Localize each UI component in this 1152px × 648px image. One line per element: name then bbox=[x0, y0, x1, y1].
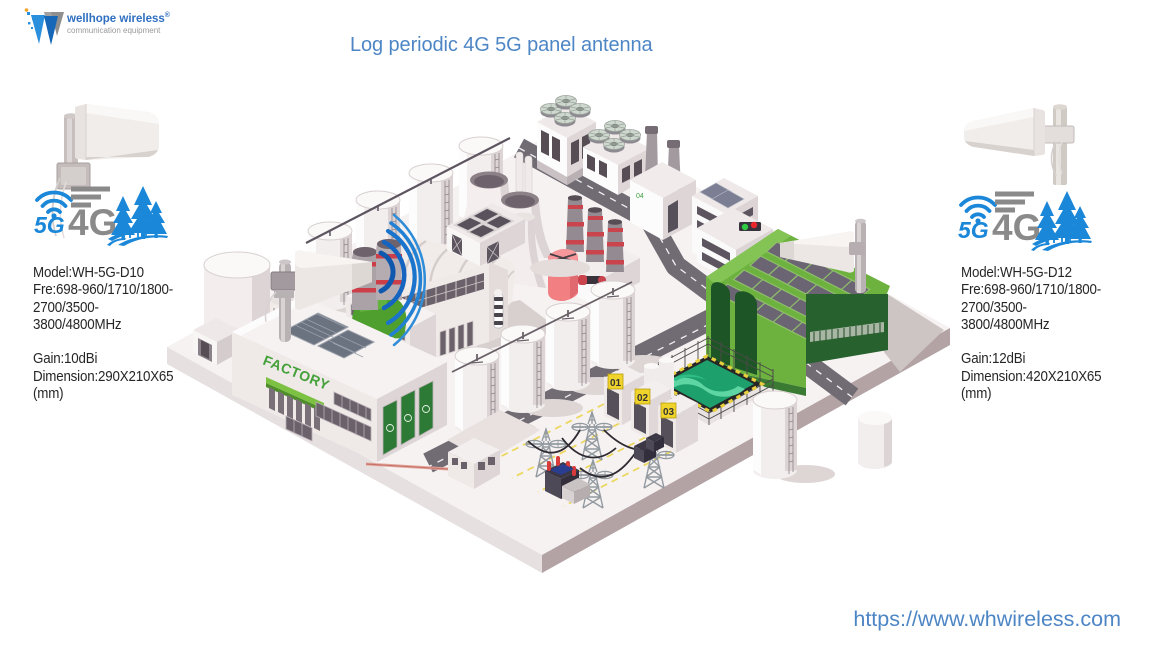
svg-text:01: 01 bbox=[610, 378, 622, 389]
svg-text:04: 04 bbox=[636, 193, 644, 200]
svg-text:03: 03 bbox=[663, 407, 675, 418]
svg-text:02: 02 bbox=[637, 393, 649, 404]
